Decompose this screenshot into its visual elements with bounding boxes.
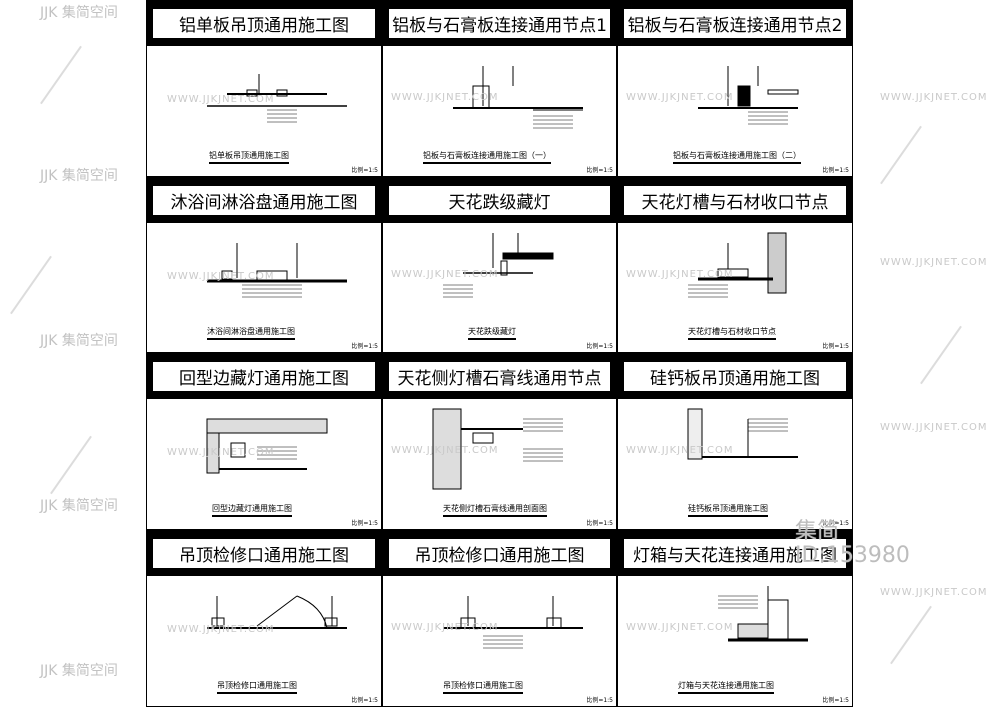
drawing-caption: 沐浴间淋浴盘通用施工图 [207,326,295,340]
drawing-panel: 沐浴间淋浴盘通用施工图 WWW.JJKJNET.COM 沐浴间淋浴盘通用施工图 … [146,177,382,353]
scale-label: 比例=1:5 [586,520,613,527]
panel-title: 铝板与石膏板连接通用节点1 [389,9,610,38]
watermark-url: WWW.JJKJNET.COM [880,257,988,268]
detail-drawing: WWW.JJKJNET.COM 灯箱与天花连接通用施工图 比例=1:5 [618,576,852,706]
brand-watermark: 集简 ID:153980 [795,520,910,568]
watermark-slash [40,45,82,105]
scale-label: 比例=1:5 [351,697,378,704]
panel-title: 铝单板吊顶通用施工图 [153,9,375,38]
watermark-url: WWW.JJKJNET.COM [626,622,734,633]
watermark-url: WWW.JJKJNET.COM [391,622,499,633]
watermark-url: WWW.JJKJNET.COM [880,422,988,433]
drawing-panel: 吊顶检修口通用施工图 WWW.JJKJNET.COM 吊顶检修口通用施工图 比例… [382,530,617,707]
drawing-caption: 硅钙板吊顶通用施工图 [688,503,768,517]
drawing-caption: 天花灯槽与石材收口节点 [688,326,776,340]
scale-label: 比例=1:5 [586,697,613,704]
brand-watermark-text: 集简 [795,519,840,544]
watermark-logo: JJK 集简空间 [40,5,118,21]
panel-title: 硅钙板吊顶通用施工图 [624,362,846,391]
watermark-url: WWW.JJKJNET.COM [880,587,988,598]
scale-label: 比例=1:5 [822,167,849,174]
drawing-caption: 吊顶检修口通用施工图 [217,680,297,694]
scale-label: 比例=1:5 [586,343,613,350]
watermark-url: WWW.JJKJNET.COM [626,445,734,456]
watermark-slash [880,125,922,185]
detail-drawing: WWW.JJKJNET.COM 天花跌级藏灯 比例=1:5 [383,223,616,352]
watermark-slash [50,435,92,495]
drawing-caption: 灯箱与天花连接通用施工图 [678,680,774,694]
scale-label: 比例=1:5 [351,520,378,527]
watermark-url: WWW.JJKJNET.COM [167,447,275,458]
detail-drawing: WWW.JJKJNET.COM 沐浴间淋浴盘通用施工图 比例=1:5 [147,223,381,352]
detail-drawing: WWW.JJKJNET.COM 铝板与石膏板连接通用施工图（一） 比例=1:5 [383,46,616,176]
drawing-caption: 吊顶检修口通用施工图 [443,680,523,694]
watermark-slash [10,255,52,315]
watermark-slash [890,605,932,665]
panel-title: 铝板与石膏板连接通用节点2 [624,9,846,38]
scale-label: 比例=1:5 [822,697,849,704]
scale-label: 比例=1:5 [822,520,849,527]
watermark-url: WWW.JJKJNET.COM [391,92,499,103]
detail-drawing: WWW.JJKJNET.COM 天花灯槽与石材收口节点 比例=1:5 [618,223,852,352]
drawing-sheet: 铝单板吊顶通用施工图 WWW.JJKJNET.COM 铝单板吊顶通用施工图 比例… [146,0,853,707]
panel-title: 回型边藏灯通用施工图 [153,362,375,391]
drawing-panel: 硅钙板吊顶通用施工图 WWW.JJKJNET.COM 硅钙板吊顶通用施工图 比例… [617,353,853,530]
detail-drawing: WWW.JJKJNET.COM 吊顶检修口通用施工图 比例=1:5 [147,576,381,706]
drawing-caption: 天花侧灯槽石膏线通用剖面图 [443,503,547,517]
watermark-url: WWW.JJKJNET.COM [167,624,275,635]
detail-drawing: WWW.JJKJNET.COM 回型边藏灯通用施工图 比例=1:5 [147,399,381,529]
scale-label: 比例=1:5 [822,343,849,350]
detail-drawing: WWW.JJKJNET.COM 铝板与石膏板连接通用施工图（二） 比例=1:5 [618,46,852,176]
detail-drawing: WWW.JJKJNET.COM 铝单板吊顶通用施工图 比例=1:5 [147,46,381,176]
drawing-caption: 铝板与石膏板连接通用施工图（一） [423,150,551,164]
watermark-url: WWW.JJKJNET.COM [626,269,734,280]
watermark-url: WWW.JJKJNET.COM [391,269,499,280]
drawing-panel: 天花灯槽与石材收口节点 WWW.JJKJNET.COM 天花灯槽与石材收口节点 … [617,177,853,353]
drawing-panel: 铝板与石膏板连接通用节点1 WWW.JJKJNET.COM 铝板与石膏板连接通用… [382,0,617,177]
watermark-logo: JJK 集简空间 [40,168,118,184]
drawing-panel: 吊顶检修口通用施工图 WWW.JJKJNET.COM 吊顶检修口通用施工图 比例… [146,530,382,707]
watermark-url: WWW.JJKJNET.COM [391,445,499,456]
drawing-caption: 铝板与石膏板连接通用施工图（二） [673,150,801,164]
detail-drawing: WWW.JJKJNET.COM 硅钙板吊顶通用施工图 比例=1:5 [618,399,852,529]
panel-title: 吊顶检修口通用施工图 [153,539,375,568]
drawing-panel: 回型边藏灯通用施工图 WWW.JJKJNET.COM 回型边藏灯通用施工图 比例… [146,353,382,530]
watermark-url: WWW.JJKJNET.COM [880,92,988,103]
watermark-slash [920,325,962,385]
watermark-logo: JJK 集简空间 [40,498,118,514]
panel-title: 天花跌级藏灯 [389,186,610,215]
watermark-logo: JJK 集简空间 [40,333,118,349]
drawing-panel: 天花跌级藏灯 WWW.JJKJNET.COM 天花跌级藏灯 比例=1:5 [382,177,617,353]
drawing-panel: 天花侧灯槽石膏线通用节点 WWW.JJKJNET.COM 天花侧灯槽石膏线通用剖… [382,353,617,530]
scale-label: 比例=1:5 [586,167,613,174]
panel-title: 沐浴间淋浴盘通用施工图 [153,186,375,215]
id-watermark-text: ID:153980 [795,543,910,568]
panel-title: 天花灯槽与石材收口节点 [624,186,846,215]
drawing-caption: 回型边藏灯通用施工图 [212,503,292,517]
drawing-panel: 灯箱与天花连接通用施工图 WWW.JJKJNET.COM 灯箱与天花连接通用施工… [617,530,853,707]
scale-label: 比例=1:5 [351,343,378,350]
panel-title: 灯箱与天花连接通用施工图 [624,539,846,568]
detail-drawing: WWW.JJKJNET.COM 天花侧灯槽石膏线通用剖面图 比例=1:5 [383,399,616,529]
watermark-logo: JJK 集简空间 [40,663,118,679]
drawing-panel: 铝单板吊顶通用施工图 WWW.JJKJNET.COM 铝单板吊顶通用施工图 比例… [146,0,382,177]
panel-title: 吊顶检修口通用施工图 [389,539,610,568]
drawing-caption: 铝单板吊顶通用施工图 [209,150,289,164]
drawing-panel: 铝板与石膏板连接通用节点2 WWW.JJKJNET.COM 铝板与石膏板连接通用… [617,0,853,177]
drawing-caption: 天花跌级藏灯 [468,326,516,340]
detail-drawing: WWW.JJKJNET.COM 吊顶检修口通用施工图 比例=1:5 [383,576,616,706]
watermark-url: WWW.JJKJNET.COM [167,94,275,105]
panel-title: 天花侧灯槽石膏线通用节点 [389,362,610,391]
watermark-url: WWW.JJKJNET.COM [626,92,734,103]
scale-label: 比例=1:5 [351,167,378,174]
watermark-url: WWW.JJKJNET.COM [167,271,275,282]
